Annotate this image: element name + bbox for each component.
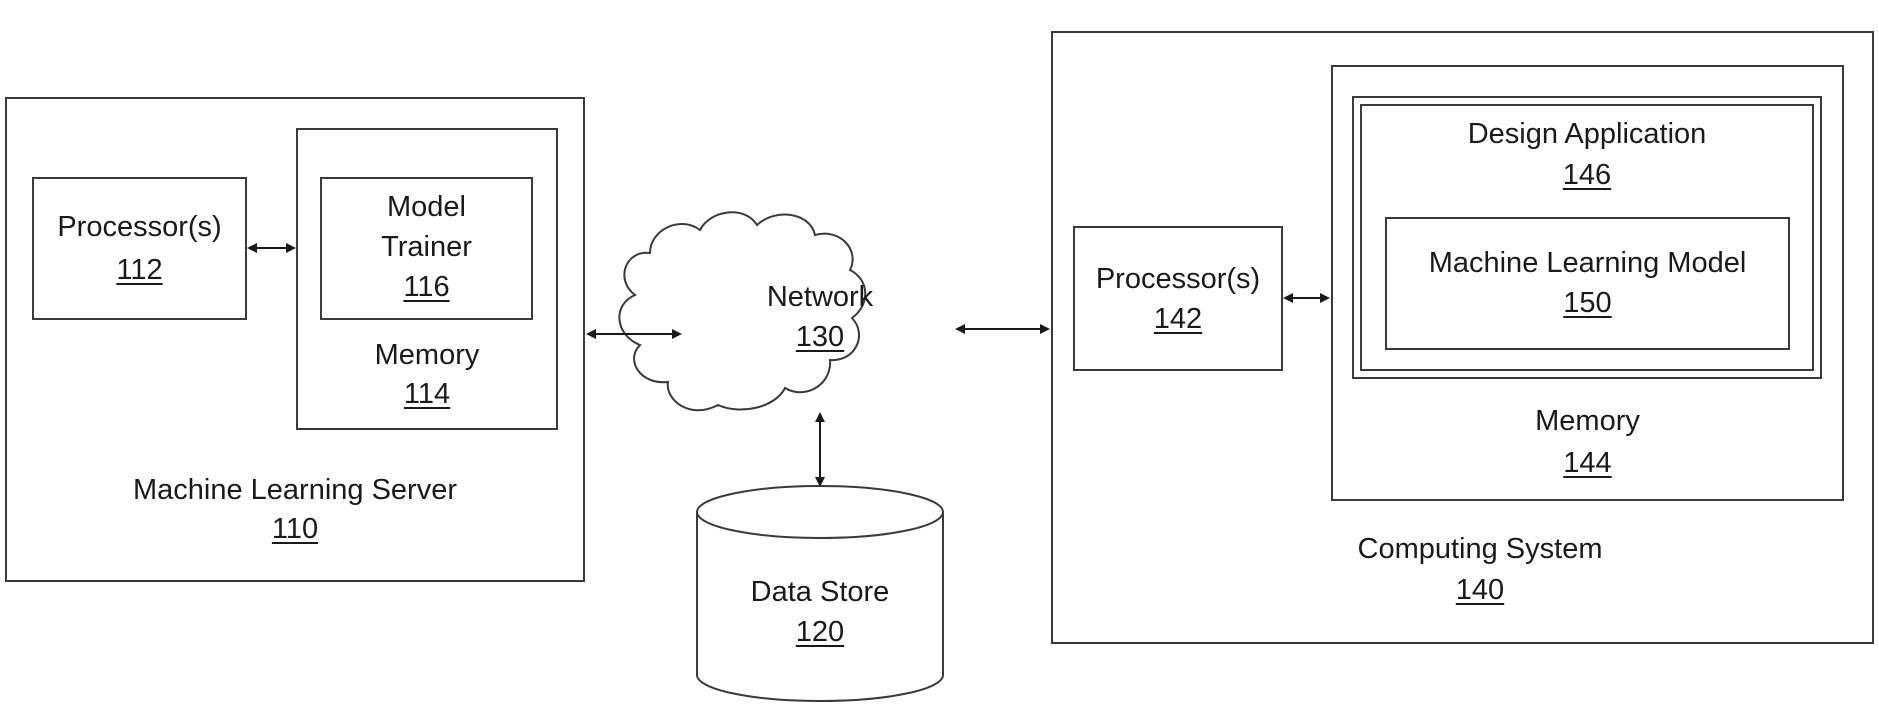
model-trainer-ref: 116	[320, 270, 533, 304]
memory-ref-114: 114	[296, 377, 558, 411]
computing-system-title: Computing System	[1270, 532, 1690, 566]
processor-title-142: Processor(s)	[1073, 262, 1283, 296]
network-ref: 130	[720, 320, 920, 354]
memory-title-114: Memory	[296, 338, 558, 372]
processor-ref-142: 142	[1073, 302, 1283, 336]
design-app-title: Design Application	[1360, 117, 1814, 151]
ml-model-box	[1385, 217, 1790, 350]
processor-box-112	[32, 177, 247, 320]
network-title: Network	[720, 280, 920, 314]
data-store-ref: 120	[697, 615, 943, 649]
model-trainer-title-line2: Trainer	[320, 230, 533, 264]
memory-ref-144: 144	[1331, 446, 1844, 480]
ml-model-ref: 150	[1385, 286, 1790, 320]
processor-box-142	[1073, 226, 1283, 371]
processor-title-112: Processor(s)	[32, 210, 247, 244]
data-store-title: Data Store	[697, 575, 943, 609]
ml-server-ref: 110	[5, 512, 585, 546]
processor-ref-112: 112	[32, 253, 247, 287]
ml-server-title: Machine Learning Server	[5, 473, 585, 507]
ml-model-title: Machine Learning Model	[1385, 246, 1790, 280]
memory-title-144: Memory	[1331, 404, 1844, 438]
model-trainer-title-line1: Model	[320, 190, 533, 224]
design-app-ref: 146	[1360, 158, 1814, 192]
computing-system-ref: 140	[1270, 573, 1690, 607]
